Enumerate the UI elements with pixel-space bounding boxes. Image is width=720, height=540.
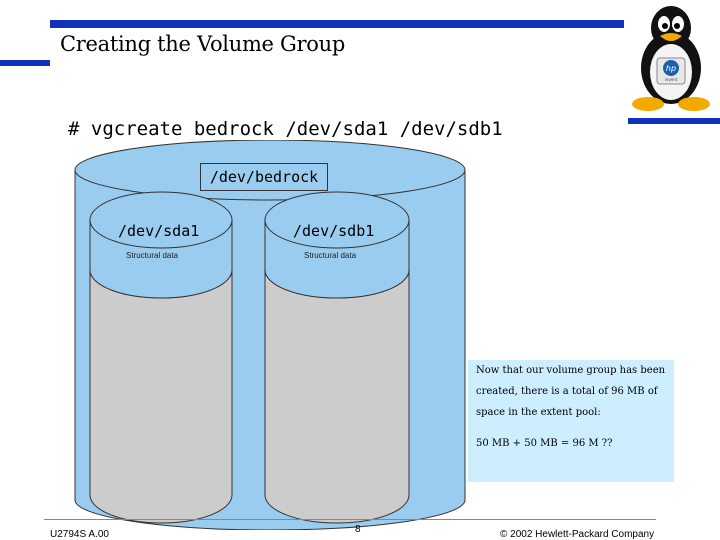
pv-label-sda1: /dev/sda1 (118, 222, 199, 240)
tux-penguin-logo: hp invent (624, 2, 718, 114)
top-accent-bar (50, 20, 624, 28)
volume-group-label: /dev/bedrock (200, 163, 328, 191)
structural-data-sda1: Structural data (126, 251, 178, 260)
svg-text:invent: invent (665, 77, 678, 82)
footer-course-code: U2794S A.00 (50, 529, 109, 540)
explanation-note: Now that our volume group has been creat… (468, 360, 674, 482)
right-accent-bar (628, 118, 720, 124)
slide-title: Creating the Volume Group (60, 32, 345, 56)
pv-label-sdb1: /dev/sdb1 (293, 222, 374, 240)
note-formula: 50 MB + 50 MB = 96 M ?? (476, 433, 666, 454)
vgcreate-command: # vgcreate bedrock /dev/sda1 /dev/sdb1 (68, 118, 503, 140)
note-text: Now that our volume group has been creat… (476, 360, 666, 423)
structural-data-sdb1: Structural data (304, 251, 356, 260)
left-accent-bar (0, 60, 50, 66)
footer-divider (44, 519, 656, 520)
volume-group-diagram (70, 140, 470, 530)
footer-copyright: © 2002 Hewlett-Packard Company (500, 529, 654, 540)
footer-page-number: 8 (355, 524, 361, 535)
svg-text:hp: hp (666, 64, 676, 73)
